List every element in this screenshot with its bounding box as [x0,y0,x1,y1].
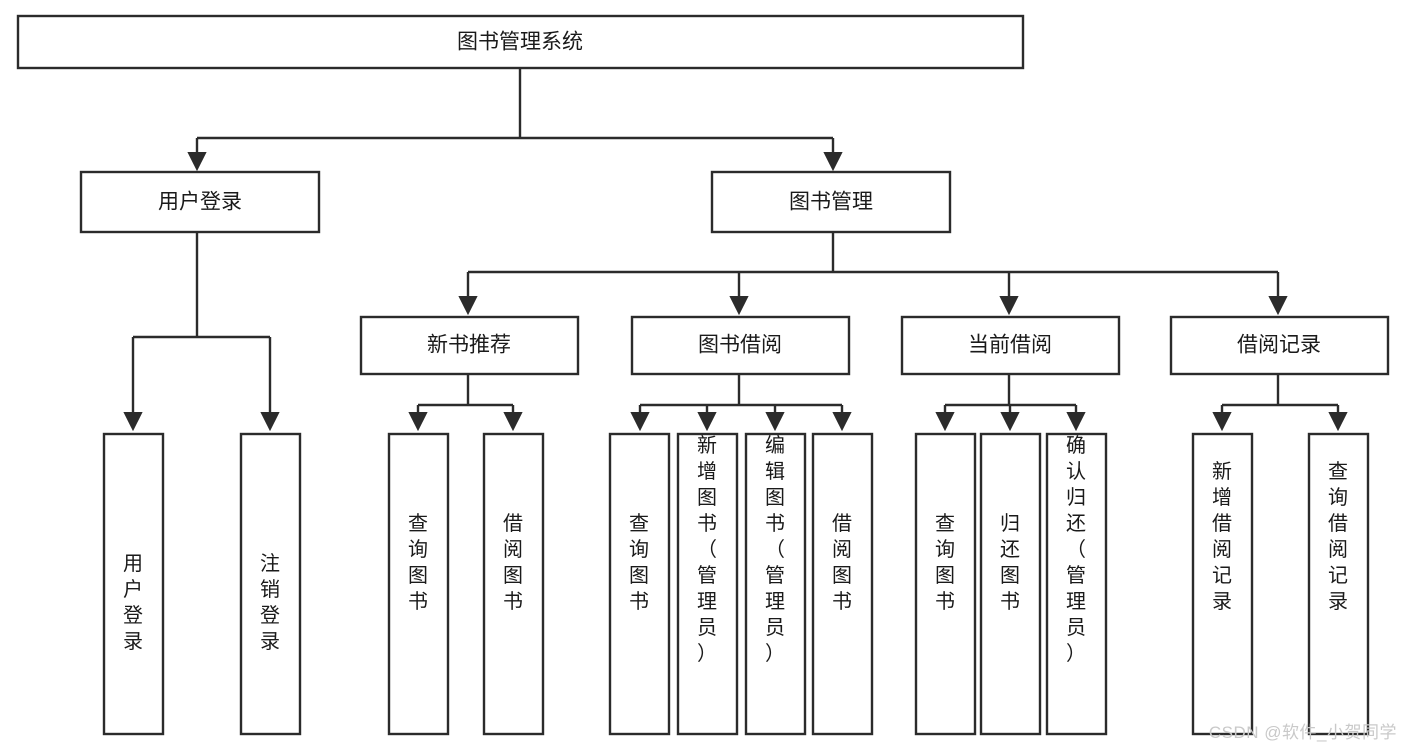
leaf-label: 新增图书（管理员） [697,434,717,665]
leaf-box[interactable] [482,432,545,736]
node-borrow-record[interactable]: 借阅记录 [1169,315,1390,376]
leaf-label: 归还图书 [1000,512,1020,613]
leaf-book-borrow-2[interactable]: 编辑图书（管理员） [744,432,807,736]
leaf-user-login-1[interactable]: 注销登录 [239,432,302,736]
node-root[interactable]: 图书管理系统 [16,14,1025,70]
node-current-borrow-box[interactable] [900,315,1121,376]
leaf-label: 用户登录 [123,553,143,653]
leaf-book-borrow-0[interactable]: 查询图书 [608,432,671,736]
leaf-box[interactable] [102,432,165,736]
node-user-login-box[interactable] [79,170,321,234]
node-user-login-label: 用户登录 [158,191,242,214]
leaf-label: 注销登录 [260,552,280,653]
leaf-new-book-recommend-0[interactable]: 查询图书 [387,432,450,736]
node-borrow-record-label: 借阅记录 [1237,334,1321,357]
leaf-book-borrow-1[interactable]: 新增图书（管理员） [676,432,739,736]
leaf-current-borrow-0[interactable]: 查询图书 [914,432,977,736]
leaf-label: 查询借阅记录 [1328,460,1348,613]
leaf-box[interactable] [914,432,977,736]
node-current-borrow-label: 当前借阅 [968,334,1052,357]
leaf-box[interactable] [811,432,874,736]
node-user-login[interactable]: 用户登录 [79,170,321,234]
node-borrow-record-box[interactable] [1169,315,1390,376]
leaf-label: 借阅图书 [503,512,523,613]
leaf-label: 查询图书 [629,512,649,613]
node-book-borrow-label: 图书借阅 [698,334,782,357]
leaf-label: 确认归还（管理员） [1066,434,1086,665]
leaf-box[interactable] [1045,432,1108,736]
leaf-box[interactable] [387,432,450,736]
leaf-borrow-record-0[interactable]: 新增借阅记录 [1191,432,1254,736]
csdn-watermark: CSDN @软件_小贺同学 [1208,723,1397,742]
leaf-current-borrow-2[interactable]: 确认归还（管理员） [1045,432,1108,736]
leaf-box[interactable] [1191,432,1254,736]
node-book-borrow[interactable]: 图书借阅 [630,315,851,376]
node-root-label: 图书管理系统 [457,31,583,54]
node-new-book-recommend[interactable]: 新书推荐 [359,315,580,376]
node-book-management[interactable]: 图书管理 [710,170,952,234]
node-current-borrow[interactable]: 当前借阅 [900,315,1121,376]
leaf-box[interactable] [239,432,302,736]
leaf-label: 查询图书 [408,512,428,613]
leaf-box[interactable] [979,432,1042,736]
leaf-label: 查询图书 [935,512,955,613]
leaf-label: 新增借阅记录 [1212,460,1232,613]
node-book-management-box[interactable] [710,170,952,234]
leaf-current-borrow-1[interactable]: 归还图书 [979,432,1042,736]
node-book-borrow-box[interactable] [630,315,851,376]
leaf-new-book-recommend-1[interactable]: 借阅图书 [482,432,545,736]
leaf-box[interactable] [676,432,739,736]
node-root-box[interactable] [16,14,1025,70]
node-new-book-recommend-box[interactable] [359,315,580,376]
leaf-box[interactable] [1307,432,1370,736]
leaf-user-login-0[interactable]: 用户登录 [102,432,165,736]
leaf-label: 编辑图书（管理员） [765,434,785,665]
leaf-box[interactable] [744,432,807,736]
leaf-borrow-record-1[interactable]: 查询借阅记录 [1307,432,1370,736]
leaf-book-borrow-3[interactable]: 借阅图书 [811,432,874,736]
leaf-box[interactable] [608,432,671,736]
leaf-label: 借阅图书 [832,512,852,613]
node-book-management-label: 图书管理 [789,191,873,214]
connector-layer [123,68,1348,432]
node-new-book-recommend-label: 新书推荐 [427,334,511,357]
